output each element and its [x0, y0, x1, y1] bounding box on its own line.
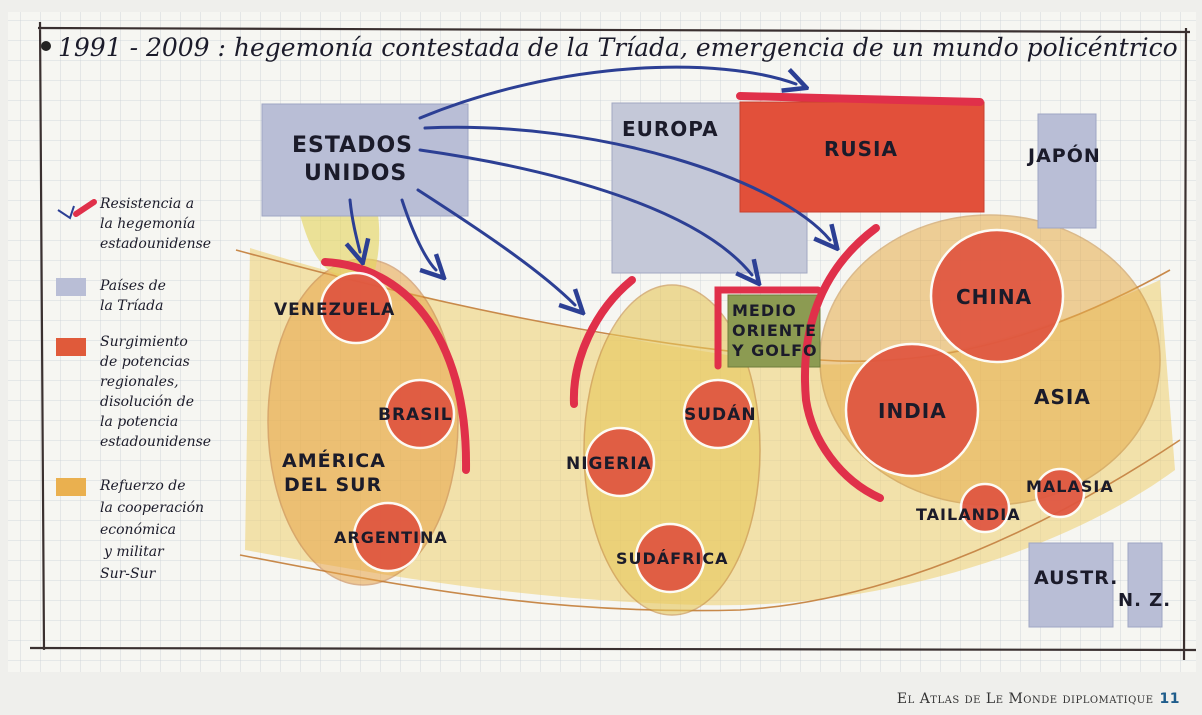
- argentina-label: ARGENTINA: [334, 528, 448, 547]
- brasil-circle: [384, 378, 456, 450]
- venezuela-label: VENEZUELA: [274, 300, 395, 320]
- china-circle: [929, 228, 1065, 364]
- south-america-label-line2: DEL SUR: [284, 474, 382, 496]
- nigeria-label: NIGERIA: [566, 454, 652, 474]
- middle-east-label-line1: MEDIO: [732, 301, 797, 320]
- legend-cooperation-line5: Sur-Sur: [100, 566, 157, 582]
- legend-emergence-line3: regionales,: [100, 374, 179, 390]
- argentina-circle: [352, 501, 424, 573]
- legend-emergence-line5: la potencia: [100, 414, 178, 430]
- legend-cooperation-line4: y militar: [103, 544, 165, 560]
- legend-emergence-line6: estadounidense: [100, 434, 211, 450]
- middle-east-label-line3: Y GOLFO: [731, 341, 818, 360]
- arrow-to-asia: [423, 125, 830, 240]
- malasia-circle: [1034, 467, 1086, 519]
- russia-label: RUSIA: [824, 137, 898, 161]
- malasia-label: MALASIA: [1026, 477, 1114, 496]
- legend-triad-swatch: [56, 278, 86, 296]
- usa-label-line2: UNIDOS: [304, 161, 407, 186]
- title-bullet: [41, 41, 51, 51]
- frame-border: [29, 21, 1197, 661]
- new-zealand-box: [1127, 542, 1163, 628]
- legend-emergence-line1: Surgimiento: [100, 334, 188, 350]
- sudafrica-circle: [634, 522, 706, 594]
- publication-name: El Atlas de Le Monde diplomatique: [896, 691, 1154, 707]
- africa-resistance-arc: [569, 276, 636, 408]
- legend-resistance-line3: estadounidense: [100, 236, 211, 252]
- legend-emergence-line4: disolución de: [100, 394, 194, 410]
- sudan-circle: [682, 378, 754, 450]
- south-america-label-line1: AMÉRICA: [282, 449, 386, 472]
- brasil-label: BRASIL: [378, 405, 453, 425]
- page-footer: El Atlas de Le Monde diplomatique 11: [897, 691, 1180, 707]
- tailandia-circle: [959, 482, 1011, 534]
- sudafrica-label: SUDÁFRICA: [616, 549, 729, 568]
- legend-triad-line1: Países de: [99, 278, 166, 294]
- legend-cooperation-line3: económica: [100, 522, 176, 538]
- nigeria-circle: [584, 426, 656, 498]
- china-label: CHINA: [956, 285, 1032, 309]
- australia-box: [1028, 542, 1114, 628]
- legend-emergence-line2: de potencias: [100, 354, 190, 370]
- middle-east-label-line2: ORIENTE: [732, 321, 817, 340]
- asia-resistance-arc: [801, 224, 884, 502]
- russia-resistance-bar: [736, 92, 984, 106]
- japan-label: JAPÓN: [1026, 143, 1101, 167]
- usa-label-line1: ESTADOS: [292, 133, 413, 158]
- sudan-label: SUDÁN: [684, 403, 757, 425]
- arrow-to-venezuela: [400, 198, 436, 270]
- title: 1991 - 2009 : hegemonía contestada de la…: [58, 33, 1178, 62]
- india-label: INDIA: [878, 399, 947, 423]
- legend-resistance-line1: Resistencia a: [99, 196, 194, 212]
- legend-arrow-icon: [57, 205, 75, 220]
- legend-resistance-swatch: [73, 199, 97, 217]
- venezuela-circle: [319, 271, 393, 345]
- russia-box: [739, 101, 985, 213]
- legend-cooperation-swatch: [56, 478, 86, 496]
- new-zealand-label: N. Z.: [1118, 590, 1171, 611]
- asia-label: ASIA: [1034, 385, 1091, 409]
- legend: Resistencia a la hegemonía estadounidens…: [56, 196, 211, 582]
- legend-cooperation-line1: Refuerzo de: [99, 478, 186, 494]
- middle-east-resistance-bar: [714, 286, 822, 370]
- page-number: 11: [1159, 691, 1180, 707]
- legend-cooperation-line2: la cooperación: [100, 500, 204, 516]
- tailandia-label: TAILANDIA: [916, 505, 1021, 524]
- legend-resistance-line2: la hegemonía: [100, 216, 195, 232]
- usa-box: [261, 103, 469, 217]
- regional-powers: [319, 228, 1086, 594]
- india-circle: [844, 342, 980, 478]
- arrow-to-middle-east: [418, 148, 752, 275]
- arrow-to-africa: [416, 188, 575, 305]
- australia-label: AUSTR.: [1034, 567, 1118, 589]
- arrow-to-central-america: [350, 198, 360, 252]
- legend-triad-line2: la Tríada: [100, 298, 163, 314]
- us-intervention-arrows: [350, 65, 830, 305]
- legend-emergence-swatch: [56, 338, 86, 356]
- arrow-to-russia: [418, 65, 796, 120]
- europe-label: EUROPA: [622, 117, 719, 141]
- japan-box: [1037, 113, 1097, 229]
